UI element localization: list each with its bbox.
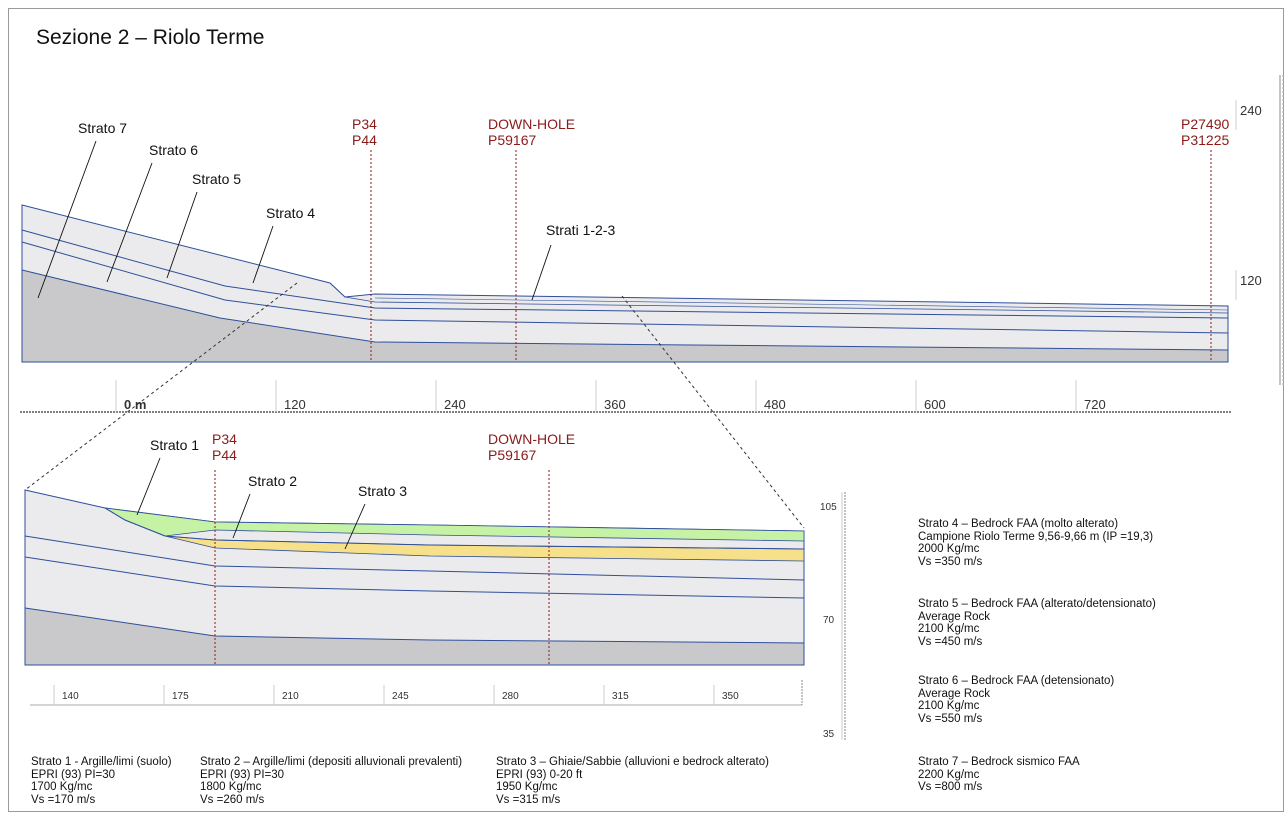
upper-well-p27490-label-2: P31225: [1181, 132, 1229, 148]
label-strato-5: Strato 5: [192, 171, 241, 187]
legend-strato-7-line: 2200 Kg/mc: [918, 768, 980, 781]
zoom-line-right: [621, 295, 805, 529]
lower-boundary-5: [24, 535, 805, 581]
legend-strato-2-line: 1800 Kg/mc: [200, 781, 262, 793]
legend-strato-5-line: 2100 Kg/mc: [918, 623, 980, 635]
leader-strato-7: [37, 140, 97, 299]
legend-strato-2: Strato 2 – Argille/limi (depositi alluvi…: [200, 756, 462, 806]
upper-x-label-600: 600: [924, 397, 946, 412]
legend-strato-5-line: Strato 5 – Bedrock FAA (alterato/detensi…: [918, 598, 1156, 610]
leader-strato-1: [136, 457, 161, 516]
upper-well-downhole-label-2: P59167: [488, 132, 536, 148]
upper-section: P34 P44 DOWN-HOLE P59167 P27490 P31225 S…: [20, 75, 1284, 529]
legend-strato-3: Strato 3 – Ghiaie/Sabbie (alluvioni e be…: [496, 756, 769, 806]
legend-strato-3-line: 1950 Kg/mc: [496, 781, 558, 793]
upper-boundary-3: [374, 297, 1229, 311]
legend-strato-4: Strato 4 – Bedrock FAA (molto alterato) …: [918, 518, 1153, 568]
legend-strato-4-line: Vs =350 m/s: [918, 555, 983, 568]
lower-x-label-315: 315: [612, 691, 629, 702]
leader-strato-2: [232, 493, 251, 539]
zoom-line-left: [24, 282, 298, 491]
lower-x-label-280: 280: [502, 691, 519, 702]
label-strato-4: Strato 4: [266, 205, 315, 221]
lower-well-p34-label-1: P34: [212, 431, 237, 447]
lower-x-label-175: 175: [172, 691, 189, 702]
legend-strato-1-line: EPRI (93) PI=30: [31, 768, 116, 781]
leader-strato-4: [252, 225, 274, 284]
leader-strati-1-2-3: [531, 244, 552, 301]
legend-strato-4-line: 2000 Kg/mc: [918, 543, 980, 555]
upper-well-downhole-label-1: DOWN-HOLE: [488, 116, 575, 132]
upper-bedrock: [21, 269, 1229, 363]
legend-strato-7: Strato 7 – Bedrock sismico FAA 2200 Kg/m…: [918, 756, 1080, 794]
leader-strato-6: [106, 162, 153, 283]
legend-strato-7-line: Vs =800 m/s: [918, 781, 983, 793]
label-strato-2: Strato 2: [248, 473, 297, 489]
legend-strato-4-line: Campione Riolo Terme 9,56-9,66 m (IP =19…: [918, 530, 1154, 543]
lower-y-tick-105: 105: [820, 502, 837, 513]
legend-strato-6: Strato 6 – Bedrock FAA (detensionato) Av…: [918, 675, 1114, 725]
lower-y-tick-35: 35: [823, 729, 835, 740]
lower-y-tick-70: 70: [823, 615, 835, 626]
lower-x-label-140: 140: [62, 691, 79, 702]
legend-strato-5-line: Average Rock: [918, 610, 991, 623]
legend-strato-5-line: Vs =450 m/s: [918, 635, 983, 648]
lower-section: P34 P44 DOWN-HOLE P59167 Strato 1 Strato…: [24, 431, 846, 740]
label-strato-1: Strato 1: [150, 437, 199, 453]
upper-x-label-480: 480: [764, 397, 786, 412]
legend-strato-3-line: Strato 3 – Ghiaie/Sabbie (alluvioni e be…: [496, 756, 769, 768]
lower-x-label-210: 210: [282, 691, 299, 702]
legend-strato-6-line: Strato 6 – Bedrock FAA (detensionato): [918, 675, 1115, 687]
lower-well-downhole-label-1: DOWN-HOLE: [488, 431, 575, 447]
lower-x-label-350: 350: [722, 691, 739, 702]
upper-x-label-360: 360: [604, 397, 626, 412]
upper-x-label-120: 120: [284, 397, 306, 412]
lower-well-downhole-label-2: P59167: [488, 447, 536, 463]
legend-strato-5: Strato 5 – Bedrock FAA (alterato/detensi…: [918, 598, 1156, 648]
legend-strato-1-line: 1700 Kg/mc: [31, 781, 93, 793]
label-strato-6: Strato 6: [149, 142, 198, 158]
leader-strato-3: [344, 503, 366, 550]
legend-strato-2-line: Vs =260 m/s: [200, 793, 265, 806]
legend-strato-6-line: Average Rock: [918, 687, 991, 700]
legend-strato-6-line: 2100 Kg/mc: [918, 700, 980, 712]
upper-x-label-240: 240: [444, 397, 466, 412]
upper-y-tick-240: 240: [1240, 103, 1262, 118]
legend-strato-4-line: Strato 4 – Bedrock FAA (molto alterato): [918, 518, 1119, 530]
lower-boundary-kink: [104, 507, 166, 537]
lower-well-p34-label-2: P44: [212, 447, 237, 463]
legend-strato-3-line: Vs =315 m/s: [496, 793, 561, 806]
label-strato-7: Strato 7: [78, 120, 127, 136]
upper-well-p34-label-1: P34: [352, 116, 377, 132]
legend-strato-2-line: EPRI (93) PI=30: [200, 768, 285, 781]
lower-x-label-245: 245: [392, 691, 409, 702]
label-strati-1-2-3: Strati 1-2-3: [546, 222, 615, 238]
lower-boundary-2: [164, 535, 805, 550]
upper-x-label-720: 720: [1084, 397, 1106, 412]
legend-strato-1-line: Strato 1 - Argille/limi (suolo): [31, 756, 172, 768]
upper-boundary-4: [329, 282, 1229, 314]
upper-well-p34-label-2: P44: [352, 132, 377, 148]
lower-boundary-6: [24, 556, 805, 599]
upper-x-label-0: 0 m: [124, 397, 146, 412]
legend-strato-7-line: Strato 7 – Bedrock sismico FAA: [918, 756, 1080, 768]
upper-boundary-6: [21, 241, 1229, 334]
legend-strato-3-line: EPRI (93) 0-20 ft: [496, 768, 583, 781]
legend-strato-1: Strato 1 - Argille/limi (suolo) EPRI (93…: [31, 756, 172, 806]
figure-frame: [8, 8, 1284, 812]
legend-strato-6-line: Vs =550 m/s: [918, 712, 983, 725]
leader-strato-5: [166, 191, 198, 279]
legend-strato-2-line: Strato 2 – Argille/limi (depositi alluvi…: [200, 756, 463, 768]
legend-strato-1-line: Vs =170 m/s: [31, 793, 96, 806]
upper-well-p27490-label-1: P27490: [1181, 116, 1229, 132]
upper-y-tick-120: 120: [1240, 273, 1262, 288]
label-strato-3: Strato 3: [358, 483, 407, 499]
page-title: Sezione 2 – Riolo Terme: [36, 26, 265, 49]
upper-boundary-5: [21, 229, 1229, 319]
